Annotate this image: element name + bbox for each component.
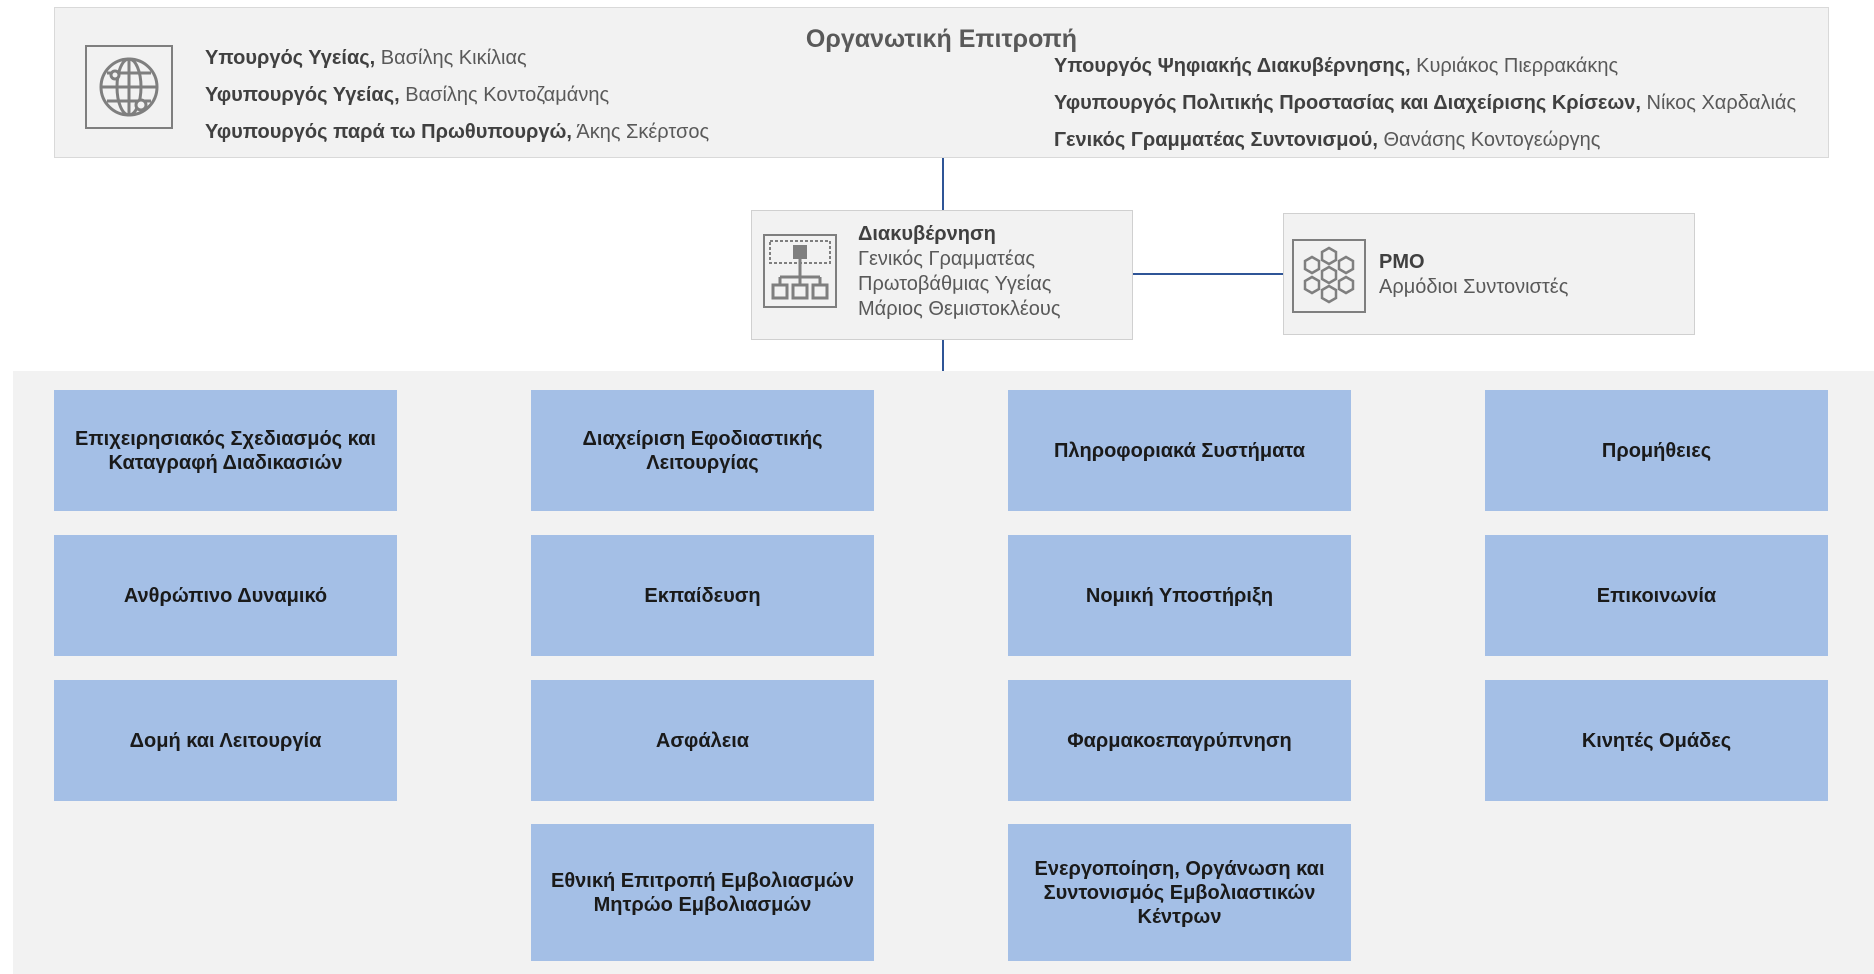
hexagon-network-icon	[1291, 238, 1367, 314]
unit-vaccination-centers: Ενεργοποίηση, Οργάνωση και Συντονισμός Ε…	[1008, 824, 1351, 961]
connector-governance-pmo	[1132, 273, 1283, 275]
committee-title: Οργανωτική Επιτροπή	[805, 25, 1078, 53]
globe-network-icon	[85, 45, 173, 129]
committee-member-5: Υφυπουργός Πολιτικής Προστασίας και Διαχ…	[1054, 92, 1797, 114]
unit-procurement: Προμήθειες	[1485, 390, 1828, 511]
committee-member-4: Υπουργός Ψηφιακής Διακυβέρνησης, Κυριάκο…	[1054, 55, 1619, 77]
unit-human-resources: Ανθρώπινο Δυναμικό	[54, 535, 397, 656]
unit-pharmacovigilance: Φαρμακοεπαγρύπνηση	[1008, 680, 1351, 801]
unit-training: Εκπαίδευση	[531, 535, 874, 656]
unit-vaccination-committee: Εθνική Επιτροπή Εμβολιασμών Μητρώο Εμβολ…	[531, 824, 874, 961]
governance-title: Διακυβέρνηση	[858, 223, 996, 245]
governance-line-1: Γενικός Γραμματέας	[858, 248, 1036, 270]
org-chart-icon	[762, 233, 838, 309]
governance-line-2: Πρωτοβάθμιας Υγείας	[858, 273, 1052, 295]
connector-committee-governance	[942, 158, 944, 210]
pmo-box: PMO Αρμόδιοι Συντονιστές	[1283, 213, 1695, 335]
unit-communication: Επικοινωνία	[1485, 535, 1828, 656]
pmo-title: PMO	[1379, 251, 1425, 273]
unit-mobile-teams: Κινητές Ομάδες	[1485, 680, 1828, 801]
unit-information-systems: Πληροφοριακά Συστήματα	[1008, 390, 1351, 511]
committee-member-6: Γενικός Γραμματέας Συντονισμού, Θανάσης …	[1054, 129, 1601, 151]
unit-logistics: Διαχείριση Εφοδιαστικής Λειτουργίας	[531, 390, 874, 511]
governance-line-3: Μάριος Θεμιστοκλέους	[858, 298, 1061, 320]
unit-structure-operation: Δομή και Λειτουργία	[54, 680, 397, 801]
unit-legal-support: Νομική Υποστήριξη	[1008, 535, 1351, 656]
committee-member-1: Υπουργός Υγείας, Βασίλης Κικίλιας	[205, 47, 527, 69]
governance-box: Διακυβέρνηση Γενικός Γραμματέας Πρωτοβάθ…	[751, 210, 1133, 340]
unit-security: Ασφάλεια	[531, 680, 874, 801]
committee-member-2: Υφυπουργός Υγείας, Βασίλης Κοντοζαμάνης	[205, 84, 610, 106]
committee-member-3: Υφυπουργός παρά τω Πρωθυπουργώ, Άκης Σκέ…	[205, 121, 710, 143]
pmo-subtitle: Αρμόδιοι Συντονιστές	[1379, 276, 1569, 298]
connector-governance-panel	[942, 339, 944, 371]
organizing-committee-box: Οργανωτική Επιτροπή Υπουργός Υγείας, Βασ…	[54, 7, 1829, 158]
unit-operational-planning: Επιχειρησιακός Σχεδιασμός και Καταγραφή …	[54, 390, 397, 511]
